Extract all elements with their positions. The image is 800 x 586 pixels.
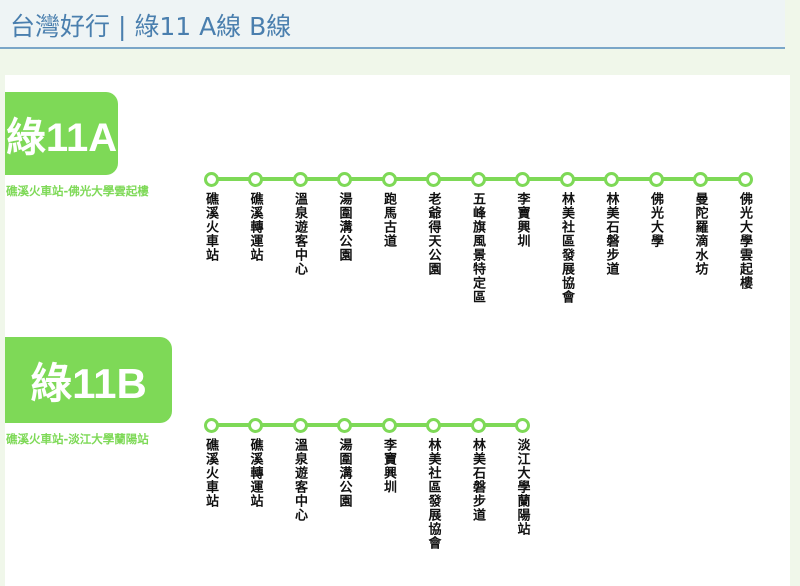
station-label: 佛光大學雲起樓 bbox=[737, 192, 752, 290]
stop-marker bbox=[737, 171, 753, 187]
station-label: 林美石磐步道 bbox=[603, 192, 619, 276]
stop-marker bbox=[470, 417, 486, 433]
station-label: 曼陀羅滴水坊 bbox=[692, 192, 708, 276]
stop-marker bbox=[426, 171, 441, 187]
stop-marker bbox=[604, 171, 619, 187]
station-label: 李寶興圳 bbox=[514, 192, 530, 248]
station-label: 五峰旗風景特定區 bbox=[470, 192, 485, 304]
station-label: 湯圍溝公園 bbox=[336, 192, 352, 262]
stop-marker bbox=[470, 171, 486, 187]
station-label: 林美社區發展協會 bbox=[425, 438, 441, 550]
stop-marker bbox=[381, 417, 397, 433]
stop-marker bbox=[515, 417, 530, 433]
station-label: 溫泉遊客中心 bbox=[292, 438, 307, 522]
stop-marker bbox=[203, 417, 219, 433]
stop-marker bbox=[515, 171, 530, 187]
stop-marker bbox=[337, 171, 352, 187]
station-label: 老爺得天公園 bbox=[425, 192, 441, 276]
station-label: 淡江大學蘭陽站 bbox=[514, 438, 530, 536]
station-label: 李寶興圳 bbox=[381, 438, 396, 494]
route-map-panel bbox=[5, 75, 790, 586]
station-label: 礁溪轉運站 bbox=[247, 438, 263, 508]
route-badge-11a: 綠11A bbox=[5, 92, 118, 175]
station-label: 礁溪火車站 bbox=[203, 438, 218, 508]
station-label: 林美石磐步道 bbox=[470, 438, 485, 522]
station-label: 溫泉遊客中心 bbox=[292, 192, 307, 276]
stop-marker bbox=[381, 171, 397, 187]
stop-marker bbox=[559, 171, 575, 187]
route-badge-11b: 綠11B bbox=[5, 337, 172, 423]
station-label: 礁溪轉運站 bbox=[247, 192, 263, 262]
stop-marker bbox=[292, 417, 308, 433]
station-label: 佛光大學 bbox=[648, 192, 663, 248]
stop-marker bbox=[426, 417, 441, 433]
stop-marker bbox=[337, 417, 352, 433]
station-label: 湯圍溝公園 bbox=[336, 438, 352, 508]
stop-marker bbox=[648, 171, 664, 187]
station-label: 礁溪火車站 bbox=[203, 192, 218, 262]
page-header: 台灣好行 | 綠11 A線 B線 bbox=[0, 0, 785, 49]
station-label: 跑馬古道 bbox=[381, 192, 396, 248]
stop-marker bbox=[248, 171, 263, 187]
route-line bbox=[211, 423, 523, 427]
page-title: 台灣好行 | 綠11 A線 B線 bbox=[10, 12, 292, 41]
station-label: 林美社區發展協會 bbox=[559, 192, 574, 304]
route-subtitle-11a: 礁溪火車站-佛光大學雲起樓 bbox=[6, 184, 149, 198]
stop-marker bbox=[248, 417, 263, 433]
stop-marker bbox=[292, 171, 308, 187]
route-subtitle-11b: 礁溪火車站-淡江大學蘭陽站 bbox=[6, 432, 149, 446]
stop-marker bbox=[203, 171, 219, 187]
stop-marker bbox=[693, 171, 708, 187]
